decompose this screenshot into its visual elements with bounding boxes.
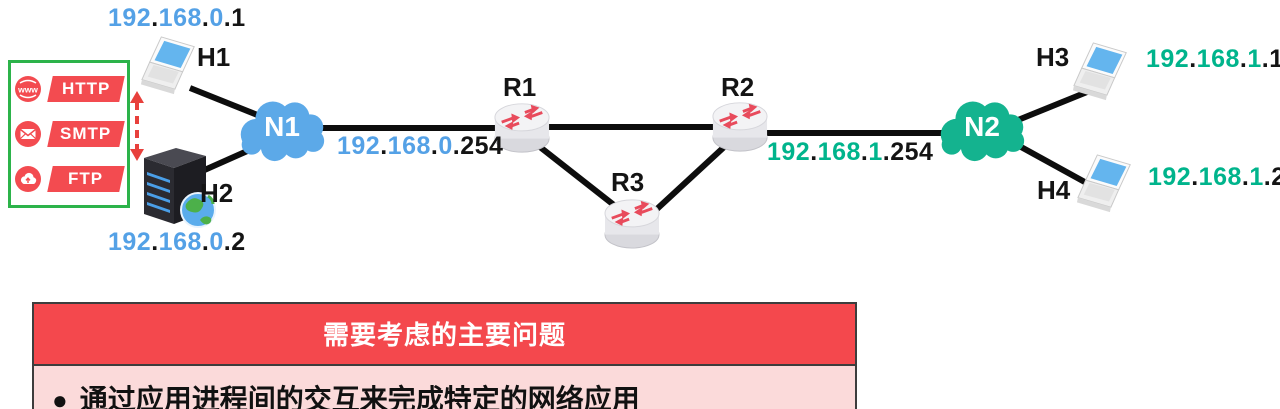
host-h4: [1076, 152, 1138, 216]
server-icon: [144, 148, 216, 228]
n1-label: N1: [264, 111, 300, 142]
panel-bullet-item: ● 通过应用进程间的交互来完成特定的网络应用: [34, 364, 855, 409]
svg-text:www: www: [17, 84, 38, 94]
ftp-tag: FTP: [47, 166, 125, 193]
laptop-icon: [1076, 154, 1131, 213]
protocol-row-http: www HTTP: [11, 75, 127, 103]
router-r2: [711, 98, 769, 154]
link-r2-r3: [642, 133, 739, 223]
globe-icon: [180, 192, 216, 228]
ip-label-h1: 192.168.0.1: [108, 4, 246, 32]
h3-label: H3: [1036, 42, 1070, 72]
http-label: HTTP: [61, 78, 111, 98]
http-tag: HTTP: [47, 75, 125, 102]
network-n1-cloud: N1: [236, 96, 328, 162]
application-protocols-box: www HTTP SMTP: [8, 60, 130, 208]
r1-label: R1: [503, 72, 537, 102]
smtp-label: SMTP: [60, 123, 112, 143]
host-h2-server: [136, 142, 220, 230]
ip-label-h3: 192.168.1.1: [1146, 45, 1280, 73]
h4-label: H4: [1037, 175, 1071, 205]
h1-h2-exchange-arrow: [130, 91, 144, 161]
router-icon: [494, 103, 550, 153]
host-h3: [1072, 40, 1134, 104]
key-questions-panel: 需要考虑的主要问题 ● 通过应用进程间的交互来完成特定的网络应用: [32, 302, 857, 409]
network-n2-cloud: N2: [936, 96, 1028, 162]
n2-label: N2: [964, 111, 1000, 142]
h1-label: H1: [197, 42, 231, 72]
link-n2-h3: [1016, 87, 1094, 123]
ip-label-gw-n2: 192.168.1.254: [767, 138, 934, 166]
router-r1: [493, 99, 551, 155]
router-r3: [603, 196, 661, 250]
panel-title: 需要考虑的主要问题: [34, 304, 855, 364]
cloud-icon: [240, 101, 325, 162]
laptop-icon: [1072, 42, 1127, 101]
ip-label-gw-n1: 192.168.0.254: [337, 132, 504, 160]
protocol-row-smtp: SMTP: [11, 120, 127, 148]
envelope-icon: [15, 120, 41, 147]
panel-item-text: 通过应用进程间的交互来完成特定的网络应用: [79, 384, 640, 409]
host-h1: [140, 34, 202, 98]
h2-label: H2: [200, 178, 234, 208]
router-icon: [712, 102, 768, 152]
cloud-upload-icon: [15, 166, 41, 193]
protocol-row-ftp: FTP: [11, 165, 127, 193]
r3-label: R3: [611, 167, 645, 197]
ftp-label: FTP: [68, 169, 104, 189]
cloud-icon: [940, 101, 1025, 162]
link-n2-h4: [1010, 139, 1094, 189]
bullet-icon: ●: [52, 385, 68, 409]
laptop-icon: [140, 36, 195, 95]
www-globe-icon: www: [15, 75, 41, 102]
ip-label-h2: 192.168.0.2: [108, 228, 246, 256]
ip-label-h4: 192.168.1.2: [1148, 163, 1280, 191]
smtp-tag: SMTP: [47, 120, 125, 147]
r2-label: R2: [721, 72, 755, 102]
router-icon: [604, 199, 660, 249]
